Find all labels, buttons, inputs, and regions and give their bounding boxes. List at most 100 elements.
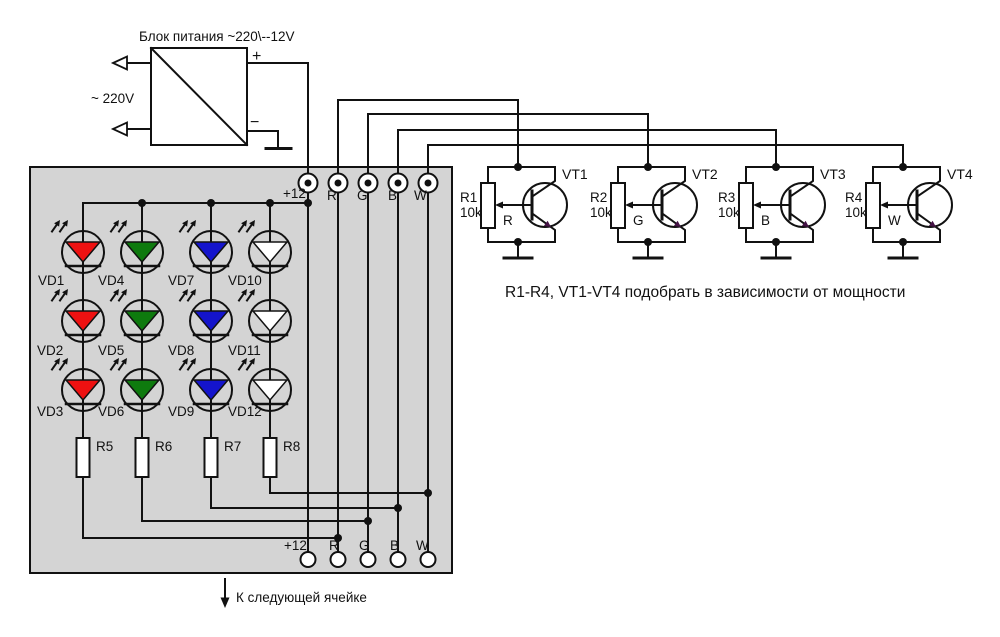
pot-value: 10k — [845, 205, 867, 220]
led-label: VD9 — [168, 404, 194, 419]
ballast-resistors: R5 R6 R7 R8 — [75, 437, 300, 478]
led-label: VD5 — [98, 343, 124, 358]
led-vd8 — [178, 287, 234, 344]
led-triangle — [64, 379, 102, 402]
r6-return-wire — [141, 476, 369, 522]
led-label: VD10 — [228, 273, 262, 288]
bottom-terminal-label: +12 — [284, 538, 307, 553]
driver-cell-vt4: VT4 R4 10k W — [845, 161, 973, 260]
led-label: VD3 — [37, 404, 63, 419]
bottom-terminal-r — [329, 551, 347, 568]
resistor-label: R7 — [224, 439, 241, 454]
junction-dot — [138, 199, 146, 207]
led-triangle — [192, 310, 230, 333]
led-triangle — [64, 310, 102, 333]
led-vd12 — [237, 356, 293, 413]
led-triangle — [251, 310, 289, 333]
transistor-label: VT4 — [947, 166, 973, 182]
driver-cell-vt3: VT3 R3 10k B — [718, 161, 846, 260]
plus-output-label: + — [252, 48, 261, 65]
resistor-body — [134, 437, 150, 478]
junction-dot — [266, 199, 274, 207]
led-triangle — [251, 241, 289, 264]
channel-label: G — [633, 213, 644, 228]
bottom-terminal-label: R — [329, 538, 339, 553]
next-cell-arrowhead-icon — [220, 597, 230, 608]
led-label: VD6 — [98, 404, 124, 419]
bottom-terminal-label: G — [359, 538, 370, 553]
bottom-terminal-label: B — [390, 538, 399, 553]
top-terminal-label: R — [327, 188, 337, 203]
led-vd5 — [109, 287, 165, 344]
pot-label: R1 — [460, 190, 477, 205]
driver-cell-vt1: VT1 R1 10k R — [460, 161, 588, 260]
resistor-label: R5 — [96, 439, 113, 454]
junction-dot — [394, 504, 402, 512]
led-label: VD11 — [228, 343, 261, 358]
resistor-body — [262, 437, 278, 478]
r8-return-wire — [269, 476, 429, 494]
led-panel-board — [29, 166, 453, 574]
channel-label: B — [761, 213, 770, 228]
bottom-terminal-b — [389, 551, 407, 568]
next-cell-note: К следующей ячейке — [220, 578, 367, 608]
led-vd4 — [109, 218, 165, 275]
resistor-body — [203, 437, 219, 478]
power-supply-title: Блок питания ~220\--12V — [139, 29, 295, 44]
plus12-bus-wire — [246, 62, 309, 554]
top-terminal-label: +12 — [283, 186, 306, 201]
w-channel-wire — [427, 144, 904, 554]
ac-input-arrow-icon — [110, 121, 128, 137]
led-vd9 — [178, 356, 234, 413]
g-channel-wire — [367, 113, 649, 554]
bottom-terminal-label: W — [416, 538, 429, 553]
led-vd3 — [50, 356, 106, 413]
top-terminal-label: B — [388, 188, 397, 203]
ac-input-arrow-icon — [110, 55, 128, 71]
driver-cell-vt2: VT2 R2 10k G — [590, 161, 718, 260]
led-triangle — [64, 241, 102, 264]
r7-return-wire — [210, 476, 399, 509]
r-channel-wire — [337, 99, 519, 554]
pot-value: 10k — [590, 205, 612, 220]
panel-bottom-terminals: +12 R G B W — [284, 538, 437, 568]
pot-value: 10k — [718, 205, 740, 220]
led-triangle — [192, 241, 230, 264]
resistor-label: R8 — [283, 439, 300, 454]
led-vd7 — [178, 218, 234, 275]
selection-note: R1-R4, VT1-VT4 подобрать в зависимости о… — [505, 284, 905, 301]
led-vd1 — [50, 218, 106, 275]
led-triangle — [251, 379, 289, 402]
power-supply-block: Блок питания ~220\--12V ~ 220V + − — [91, 29, 295, 150]
top-terminal-label: W — [414, 188, 427, 203]
led-vd6 — [109, 356, 165, 413]
led-vd11 — [237, 287, 293, 344]
transistor-label: VT2 — [692, 166, 718, 182]
led-label: VD8 — [168, 343, 194, 358]
led-triangle — [123, 310, 161, 333]
junction-dot — [304, 199, 312, 207]
led-label: VD4 — [98, 273, 125, 288]
led-vd2 — [50, 287, 106, 344]
bottom-terminal-w — [419, 551, 437, 568]
b-channel-wire — [397, 129, 777, 554]
transistor-label: VT1 — [562, 166, 588, 182]
top-terminal-label: G — [357, 188, 368, 203]
led-label: VD7 — [168, 273, 194, 288]
led-label: VD1 — [38, 273, 64, 288]
pot-value: 10k — [460, 205, 482, 220]
junction-dot — [207, 199, 215, 207]
junction-dot — [364, 517, 372, 525]
junction-dot — [334, 534, 342, 542]
next-cell-label: К следующей ячейке — [236, 590, 367, 605]
transistor-label: VT3 — [820, 166, 846, 182]
bottom-terminal-g — [359, 551, 377, 568]
minus-output-label: − — [250, 114, 259, 131]
led-triangle — [123, 241, 161, 264]
power-supply-diagonal — [149, 46, 249, 147]
ac-voltage-label: ~ 220V — [91, 91, 134, 106]
resistor-label: R6 — [155, 439, 172, 454]
resistor-body — [75, 437, 91, 478]
